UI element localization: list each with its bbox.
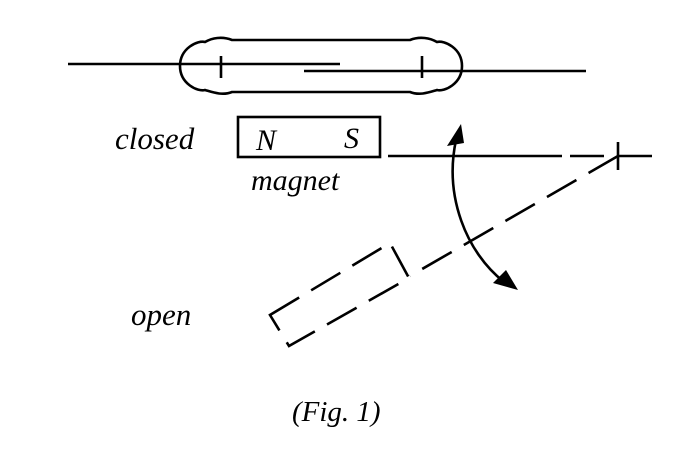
closed-label: closed <box>115 121 195 156</box>
magnet-closed-position: N S <box>236 115 382 159</box>
reed-switch <box>68 36 586 95</box>
pivot-arm <box>388 142 656 278</box>
rotation-arc <box>451 139 505 284</box>
arrowhead-down <box>493 270 518 290</box>
pole-north-label: N <box>255 124 278 157</box>
open-label: open <box>131 297 191 332</box>
arm-open-dashed <box>409 154 619 278</box>
figure-caption: (Fig. 1) <box>292 396 381 428</box>
magnet-label: magnet <box>251 164 340 197</box>
magnet-open-position <box>268 241 411 348</box>
magnet-body <box>236 115 382 159</box>
pole-south-label: S <box>344 122 359 155</box>
arrowhead-up <box>447 124 464 146</box>
rotation-arrow <box>447 124 518 290</box>
glass-envelope <box>178 36 464 95</box>
